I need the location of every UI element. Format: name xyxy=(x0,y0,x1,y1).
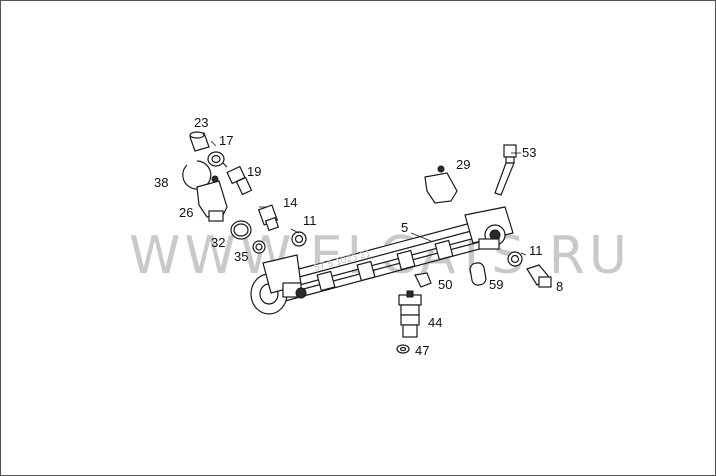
part-53-bolt[interactable] xyxy=(494,144,517,196)
callout-26: 26 xyxy=(179,205,193,220)
callout-53: 53 xyxy=(522,145,536,160)
callout-23: 23 xyxy=(194,115,208,130)
part-11-right-seal[interactable] xyxy=(507,251,523,267)
rail-right-end-housing[interactable] xyxy=(464,206,514,250)
part-14-connector[interactable] xyxy=(257,204,280,232)
callout-19: 19 xyxy=(247,164,261,179)
callout-32: 32 xyxy=(211,235,225,250)
fuel-rail[interactable]: 57 5 1023 21 xyxy=(268,222,488,302)
part-11-left-seal[interactable] xyxy=(291,231,307,247)
part-8-fitting[interactable] xyxy=(526,264,552,288)
part-26-regulator[interactable] xyxy=(196,175,228,222)
part-44-injector[interactable] xyxy=(398,290,422,338)
part-47-seal[interactable] xyxy=(396,344,410,354)
part-23-sleeve[interactable] xyxy=(189,131,210,152)
rail-left-end-housing[interactable] xyxy=(250,254,307,315)
callout-17: 17 xyxy=(219,133,233,148)
part-32-o-ring[interactable] xyxy=(230,220,252,240)
part-50-bracket[interactable] xyxy=(414,272,432,288)
callout-50: 50 xyxy=(438,277,452,292)
callout-8: 8 xyxy=(556,279,563,294)
callout-44: 44 xyxy=(428,315,442,330)
leader-lines xyxy=(210,140,527,256)
callout-47: 47 xyxy=(415,343,429,358)
callout-14: 14 xyxy=(283,195,297,210)
callout-38: 38 xyxy=(154,175,168,190)
callout-59: 59 xyxy=(489,277,503,292)
part-19-valve[interactable] xyxy=(222,162,253,196)
part-17-washer[interactable] xyxy=(207,151,225,167)
callout-5: 5 xyxy=(401,220,408,235)
callout-29: 29 xyxy=(456,157,470,172)
callout-11-left: 11 xyxy=(303,213,317,228)
part-29-regulator[interactable] xyxy=(424,165,458,204)
part-35-washer[interactable] xyxy=(252,240,266,254)
part-59-hose[interactable] xyxy=(469,262,487,286)
callout-11-right: 11 xyxy=(529,243,543,258)
callout-35: 35 xyxy=(234,249,248,264)
